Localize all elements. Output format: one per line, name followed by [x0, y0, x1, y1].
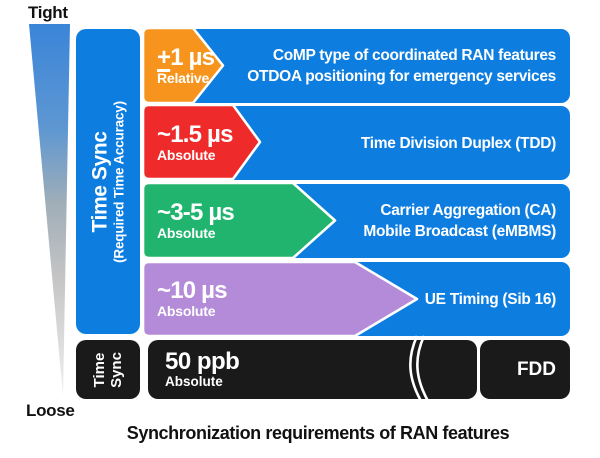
freq-sync-axis-line1: Time — [91, 352, 108, 387]
arrow-qualifier: Absolute — [157, 303, 216, 319]
freq-sync-axis-line2: Sync — [108, 351, 125, 388]
arrow-qualifier: Relative — [157, 70, 210, 86]
arrow-qualifier: Absolute — [157, 225, 216, 241]
feature-line: Time Division Duplex (TDD) — [360, 134, 556, 152]
time-sync-axis: Time Sync (Required Time Accuracy) — [76, 29, 140, 334]
loose-label: Loose — [26, 401, 75, 420]
feature-line: UE Timing (Sib 16) — [424, 290, 557, 308]
arrow-value: ~1.5 µs — [157, 121, 233, 148]
feature-line: CoMP type of coordinated RAN features — [272, 47, 556, 64]
diagram-caption: Synchronization requirements of RAN feat… — [126, 423, 510, 443]
plus-minus-sign: + — [157, 44, 171, 71]
feature-line: Mobile Broadcast (eMBMS) — [363, 223, 556, 240]
arrow-value: ~10 µs — [157, 277, 228, 304]
arrow-label-10us: ~10 µs Absolute — [157, 262, 228, 336]
time-sync-axis-subtitle: (Required Time Accuracy) — [111, 100, 127, 263]
arrow-value: +1 µs — [157, 44, 215, 71]
tight-label: Tight — [28, 3, 68, 22]
arrow-qualifier: Absolute — [157, 147, 216, 163]
arrow-value: ~3-5 µs — [157, 199, 235, 226]
feature-line: Carrier Aggregation (CA) — [380, 202, 556, 219]
freq-sync-axis: Time Sync — [76, 340, 140, 399]
freq-qualifier: Absolute — [165, 374, 223, 389]
freq-bar-fdd: FDD — [480, 340, 570, 399]
time-sync-axis-title: Time Sync — [88, 130, 112, 233]
accuracy-wedge — [29, 24, 70, 396]
freq-bar-main: 50 ppb Absolute — [148, 340, 477, 399]
time-sync-axis-text: Time Sync (Required Time Accuracy) — [89, 101, 128, 263]
freq-value: 50 ppb — [165, 348, 240, 375]
arrow-value-text: 1 µs — [170, 44, 215, 71]
fdd-label: FDD — [516, 358, 556, 380]
arrow-label-1-5us: ~1.5 µs Absolute — [157, 106, 233, 180]
arrow-label-1us: +1 µs Relative — [157, 29, 215, 103]
freq-sync-axis-text: Time Sync — [91, 352, 125, 388]
feature-line: OTDOA positioning for emergency services — [247, 68, 556, 85]
arrow-label-3-5us: ~3-5 µs Absolute — [157, 184, 235, 258]
